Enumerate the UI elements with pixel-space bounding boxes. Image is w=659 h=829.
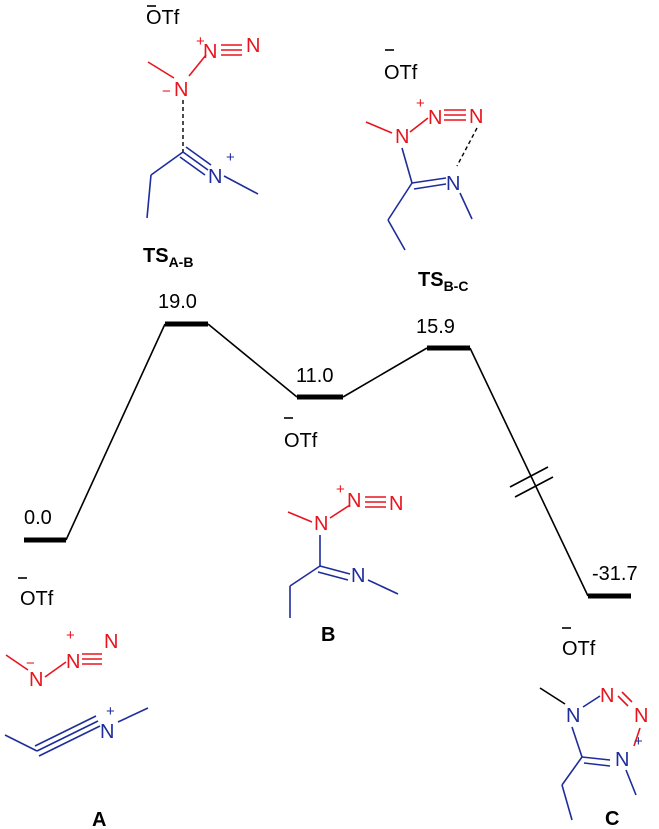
svg-text:OTf: OTf [146,7,180,29]
svg-text:+: + [196,33,205,50]
structure-TS-A-B: N − N + N N + [146,33,260,219]
svg-text:N: N [174,79,188,101]
svg-text:OTf: OTf [384,62,418,84]
connector-TS2-C [469,347,589,597]
svg-text:N: N [203,41,217,63]
svg-text:OTf: OTf [562,638,596,660]
svg-text:+: + [66,627,75,644]
svg-text:N: N [246,35,260,57]
svg-text:OTf: OTf [284,430,318,452]
svg-text:N: N [66,651,80,673]
connector-A-TS1 [65,323,166,541]
structure-B: N N + N N [287,481,403,618]
svg-text:+: + [634,733,643,750]
energy-value-A: 0.0 [24,507,52,529]
species-label-TS-B-C: TSB-C [418,269,468,294]
svg-text:N: N [100,721,114,743]
connector-B-TS2 [342,347,428,398]
svg-text:N: N [446,173,460,195]
svg-text:N: N [395,126,409,148]
species-label-B: B [321,624,335,646]
counterion-B: OTf [284,417,318,452]
structure-C: N N N N + [539,685,648,821]
svg-text:N: N [314,513,328,535]
svg-text:N: N [208,166,222,188]
energy-value-TS-B-C: 15.9 [416,316,455,338]
species-label-TS-A-B: TSA-B [143,245,193,270]
species-label-A: A [92,809,106,829]
energy-value-B: 11.0 [296,365,333,387]
svg-text:+: + [106,703,115,720]
svg-text:N: N [566,705,580,727]
species-label-C: C [605,808,619,829]
energy-value-C: -31.7 [592,563,638,585]
svg-text:−: − [26,655,35,672]
svg-text:N: N [634,705,648,727]
counterion-C: OTf [562,627,596,660]
counterion-A: OTf [18,577,54,610]
svg-text:+: + [416,95,425,112]
svg-text:N: N [351,565,365,587]
axis-break-mark-2 [514,476,554,498]
svg-text:N: N [29,669,43,691]
svg-text:N: N [428,107,442,129]
counterion-TS-A-B: OTf [146,5,180,29]
energy-value-TS-A-B: 19.0 [158,291,197,313]
svg-text:+: + [226,149,235,166]
axis-break-mark-1 [509,466,549,488]
svg-text:−: − [162,83,171,100]
counterion-TS-B-C: OTf [384,49,418,84]
svg-text:N: N [469,106,483,128]
svg-text:OTf: OTf [20,588,54,610]
structure-TS-B-C: N N + N N [365,95,483,251]
svg-text:N: N [104,631,118,653]
svg-text:N: N [600,685,614,707]
svg-text:+: + [336,481,345,498]
svg-text:N: N [389,493,403,515]
structure-A: N − N + N N + [4,627,149,757]
connector-TS1-B [207,323,298,398]
svg-text:N: N [347,490,361,512]
svg-text:N: N [615,749,629,771]
